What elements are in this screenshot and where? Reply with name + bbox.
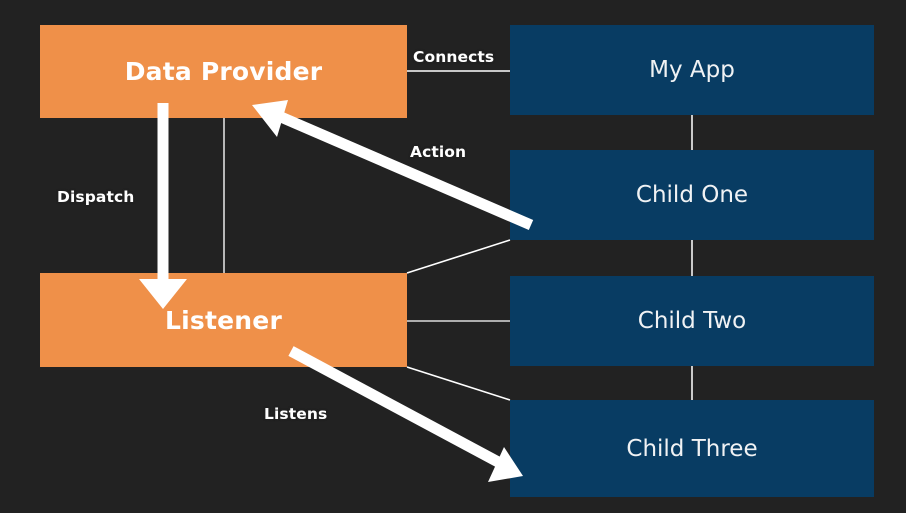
node-child-one[interactable]: Child One (510, 150, 874, 240)
edge-label-action: Action (410, 143, 467, 161)
connector-listener-childone (406, 239, 511, 274)
node-child-two[interactable]: Child Two (510, 276, 874, 366)
arrow-action (252, 100, 534, 231)
arrow-listens (288, 346, 523, 482)
connector-listener-childthree (406, 366, 511, 401)
node-data-provider[interactable]: Data Provider (40, 25, 407, 118)
node-data-provider-label: Data Provider (124, 57, 323, 86)
node-my-app[interactable]: My App (510, 25, 874, 115)
edge-label-listens: Listens (264, 405, 328, 423)
node-child-two-label: Child Two (637, 308, 747, 334)
node-listener-label: Listener (165, 305, 282, 335)
node-child-one-label: Child One (635, 182, 749, 208)
node-child-three[interactable]: Child Three (510, 400, 874, 497)
edge-label-connects: Connects (413, 48, 495, 66)
arrow-dispatch (139, 103, 187, 309)
node-listener[interactable]: Listener (40, 273, 407, 367)
edge-label-dispatch: Dispatch (57, 188, 135, 206)
node-my-app-label: My App (649, 57, 735, 83)
node-child-three-label: Child Three (626, 435, 758, 462)
